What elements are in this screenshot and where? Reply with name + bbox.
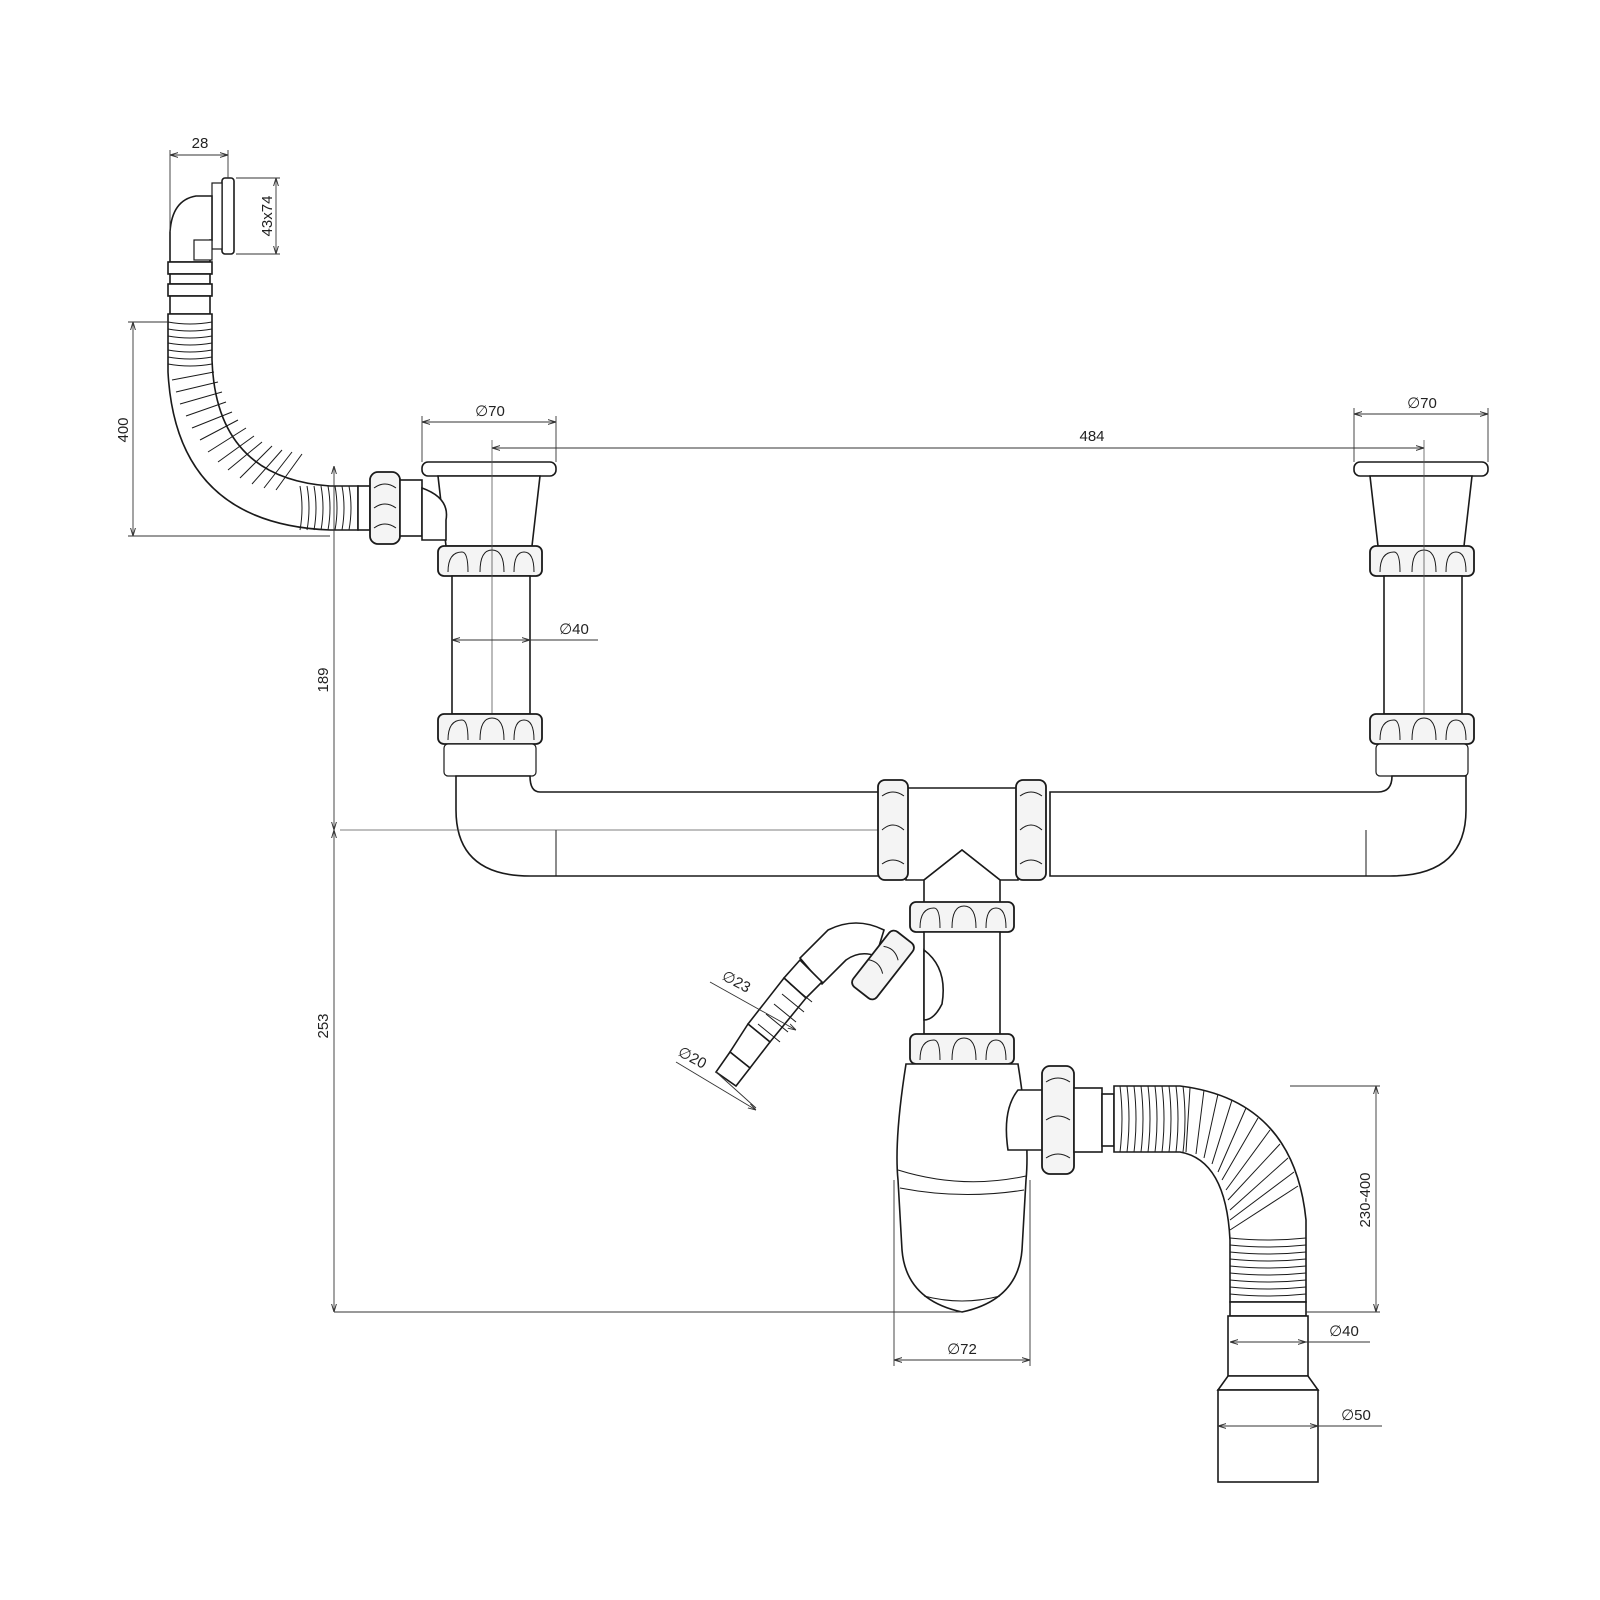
overflow-corrugated-hose xyxy=(167,313,359,531)
dim-appliance-inner-diameter: ∅20 xyxy=(675,1044,709,1073)
overflow-connector-nut xyxy=(357,471,423,545)
dimension-lines xyxy=(128,150,1489,1426)
dim-appliance-outer-diameter: ∅23 xyxy=(719,968,753,997)
tee-left-nut xyxy=(877,779,909,881)
tee-fitting xyxy=(877,779,1047,933)
overflow-assembly xyxy=(167,177,423,545)
right-lower-nut xyxy=(1369,713,1475,777)
dim-outlet-height: 189 xyxy=(315,667,332,692)
appliance-barb xyxy=(714,958,824,1088)
outlet-pipe xyxy=(1216,1301,1320,1483)
dim-overflow-plate-size: 43x74 xyxy=(259,196,276,237)
outlet-corrugated-hose xyxy=(1113,1085,1320,1483)
dim-bottle-trap-diameter: ∅72 xyxy=(947,1341,977,1358)
right-strainer xyxy=(1353,461,1489,547)
tee-bottom-nut xyxy=(909,901,1015,933)
dim-tailpiece-diameter: ∅40 xyxy=(559,621,589,638)
dim-bowl-center-distance: 484 xyxy=(1079,428,1104,445)
appliance-elbow xyxy=(798,922,885,986)
dim-overflow-hose-length: 400 xyxy=(115,417,132,442)
left-lower-nut xyxy=(437,713,543,777)
right-tailpiece xyxy=(1383,440,1463,760)
right-upper-nut xyxy=(1369,545,1475,577)
left-strainer xyxy=(421,461,557,547)
dim-total-height: 253 xyxy=(315,1013,332,1038)
left-strainer-assembly xyxy=(421,440,557,777)
dim-outlet-diameter-large: ∅50 xyxy=(1341,1407,1371,1424)
left-upper-nut xyxy=(437,545,543,577)
trap-top-nut xyxy=(909,1033,1015,1065)
dim-left-strainer-diameter: ∅70 xyxy=(475,403,505,420)
right-strainer-assembly xyxy=(1353,440,1489,777)
appliance-inlet xyxy=(714,922,1001,1088)
overflow-elbow xyxy=(167,195,213,315)
overflow-plate xyxy=(211,177,235,255)
trap-side-outlet xyxy=(1005,1065,1115,1175)
dim-flex-hose-length: 230-400 xyxy=(1357,1172,1374,1227)
horizontal-pipe xyxy=(340,775,1467,877)
appliance-nut xyxy=(851,929,915,1001)
bottle-trap xyxy=(896,1033,1115,1313)
dim-right-strainer-diameter: ∅70 xyxy=(1407,395,1437,412)
dim-overflow-elbow-width: 28 xyxy=(192,135,209,152)
tee-right-nut xyxy=(1015,779,1047,881)
dim-outlet-diameter-small: ∅40 xyxy=(1329,1323,1359,1340)
